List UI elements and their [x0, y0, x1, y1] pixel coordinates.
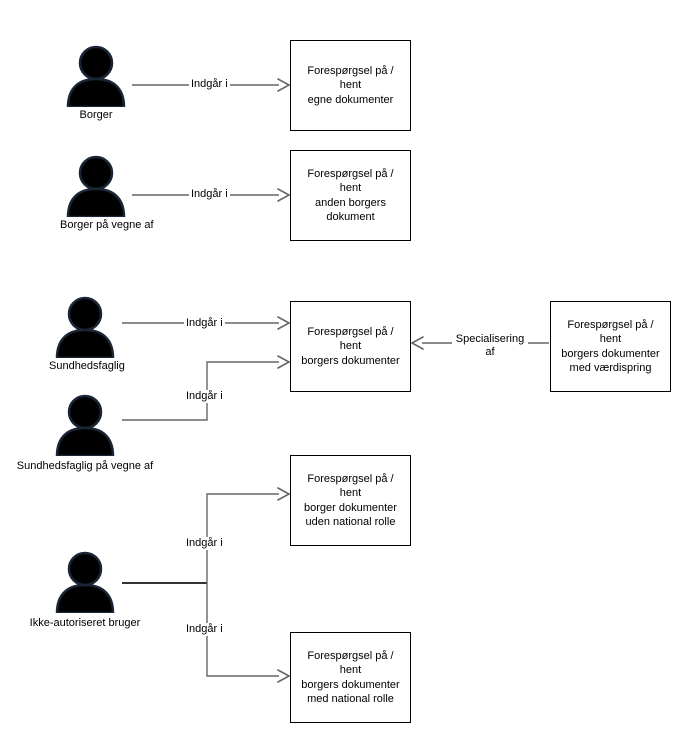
person-icon	[55, 296, 115, 358]
person-icon	[55, 394, 115, 456]
edge-label-indgaar-i-med-national-rolle: Indgår i	[184, 623, 225, 636]
usecase-egne-dokumenter[interactable]: Forespørgsel på / hent egne dokumenter	[290, 40, 411, 131]
edge-label-indgaar-i-uden-national-rolle: Indgår i	[184, 537, 225, 550]
actor-label-ikke-autoriseret-bruger: Ikke-autoriseret bruger	[29, 617, 141, 629]
edge-label-indgaar-i-sundhedsfaglig: Indgår i	[184, 317, 225, 330]
person-icon	[66, 45, 126, 107]
actor-label-borger: Borger	[79, 109, 113, 121]
actor-ikke-autoriseret-bruger[interactable]: Ikke-autoriseret bruger	[30, 551, 140, 631]
person-icon	[55, 551, 115, 613]
edge-label-specialisering-af: Specialisering af	[452, 333, 528, 359]
edge-label-indgaar-i-borger: Indgår i	[189, 78, 230, 91]
actor-sundhedsfaglig-paa-vegne-af[interactable]: Sundhedsfaglig på vegne af	[17, 394, 153, 474]
connector-sundhedsfaglig-paa-vegne-af-to-borgers-dokumenter	[122, 355, 290, 421]
actor-label-sundhedsfaglig-paa-vegne-af: Sundhedsfaglig på vegne af	[16, 460, 154, 472]
usecase-borgers-dokumenter-med-vaerdispring[interactable]: Forespørgsel på / hent borgers dokumente…	[550, 301, 671, 392]
actor-label-sundhedsfaglig: Sundhedsfaglig	[49, 360, 125, 372]
connector-ikke-autoriseret-to-med-national-rolle	[206, 583, 290, 683]
edge-label-indgaar-i-borger-paa-vegne-af: Indgår i	[189, 188, 230, 201]
actor-borger-paa-vegne-af[interactable]: Borger på vegne af	[60, 155, 154, 232]
actor-label-borger-paa-vegne-af: Borger på vegne af	[60, 219, 154, 231]
usecase-borger-dokumenter-uden-national-rolle[interactable]: Forespørgsel på / hent borger dokumenter…	[290, 455, 411, 546]
person-icon	[66, 155, 126, 217]
connector-ikke-autoriseret-to-uden-national-rolle	[206, 487, 290, 583]
edge-label-indgaar-i-sundhedsfaglig-paa-vegne-af: Indgår i	[184, 390, 225, 403]
actor-sundhedsfaglig[interactable]: Sundhedsfaglig	[49, 296, 125, 373]
usecase-borgers-dokumenter-med-national-rolle[interactable]: Forespørgsel på / hent borgers dokumente…	[290, 632, 411, 723]
actor-borger[interactable]: Borger	[60, 45, 132, 122]
usecase-borgers-dokumenter[interactable]: Forespørgsel på / hent borgers dokumente…	[290, 301, 411, 392]
usecase-anden-borgers-dokument[interactable]: Forespørgsel på / hent anden borgers dok…	[290, 150, 411, 241]
